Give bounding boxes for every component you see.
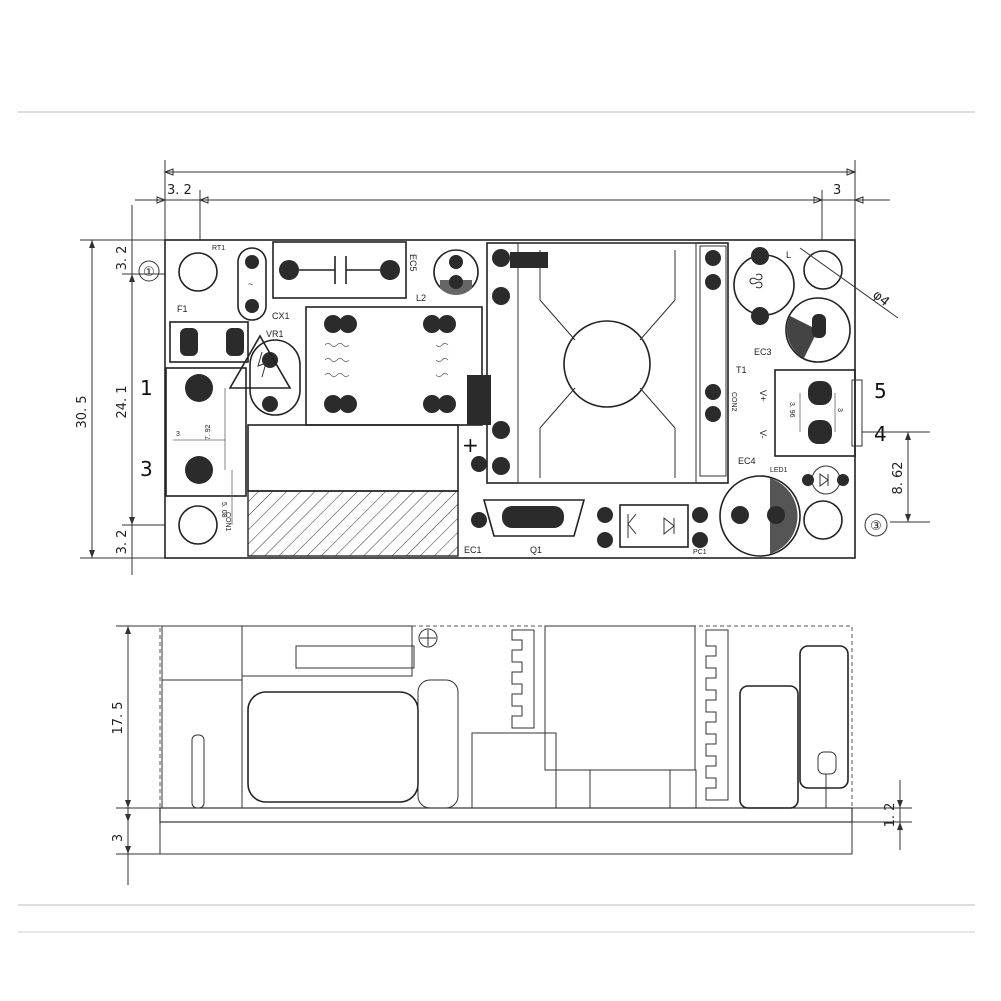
- q1-transistor: Q1: [482, 499, 613, 555]
- side-view-board: [159, 807, 853, 823]
- svg-text:V+: V+: [758, 390, 768, 401]
- cx1-capacitor: CX1 VR1: [266, 241, 407, 339]
- vr1-varistor: [228, 334, 301, 416]
- svg-text:①: ①: [143, 265, 155, 280]
- ec4-capacitor: EC4: [719, 456, 801, 557]
- t1-transformer: T1: [467, 242, 747, 484]
- pin-1-label: 1: [140, 376, 153, 400]
- svg-text:8. 62: 8. 62: [891, 461, 906, 494]
- mount-hole-bottom-left: [178, 505, 218, 545]
- dim-top-right-offset: 3: [833, 183, 841, 198]
- svg-text:VR1: VR1: [266, 329, 284, 339]
- side-view: [159, 625, 853, 855]
- svg-text:L: L: [786, 250, 791, 260]
- mount-hole-top-left: [178, 252, 218, 292]
- callout-circle-3: ③: [864, 513, 888, 537]
- svg-text:F1: F1: [177, 304, 188, 314]
- svg-text:EC1: EC1: [464, 545, 482, 555]
- svg-text:RT1: RT1: [212, 245, 225, 252]
- ec3-capacitor: EC3: [754, 297, 851, 363]
- svg-text:3. 96: 3. 96: [788, 402, 795, 418]
- svg-text:7. 92: 7. 92: [205, 424, 212, 440]
- svg-text:CON2: CON2: [730, 392, 737, 412]
- svg-text:EC4: EC4: [738, 456, 756, 466]
- pin-4-label: 4: [874, 422, 887, 446]
- dim-left-top-margin: 3. 2: [115, 246, 130, 271]
- dim-top-left-offset: 3. 2: [167, 183, 192, 198]
- mount-hole-top-right: [803, 250, 843, 290]
- side-view-dimensions: 17. 5 3 1. 2: [111, 625, 912, 885]
- led1: LED1: [770, 465, 849, 495]
- pin-3-label: 3: [140, 457, 153, 481]
- svg-text:3: 3: [836, 408, 843, 412]
- svg-text:PC1: PC1: [693, 549, 707, 556]
- ec1-polarity: + EC1: [462, 433, 487, 555]
- svg-text:CX1: CX1: [272, 311, 290, 321]
- svg-text:3: 3: [111, 834, 126, 842]
- svg-text:LED1: LED1: [770, 467, 788, 474]
- svg-text:T1: T1: [736, 365, 747, 375]
- svg-text:CON1: CON1: [224, 512, 231, 532]
- svg-text:③: ③: [870, 519, 882, 534]
- svg-text:+: +: [462, 433, 479, 457]
- con1-input-connector: 3 7. 92 5. 08 CON1 1 3: [140, 367, 247, 532]
- callout-circle-1: ①: [138, 260, 160, 282]
- svg-text:V-: V-: [758, 430, 768, 439]
- mount-hole-bottom-right: [803, 500, 843, 540]
- right-dimension: 8. 62: [890, 432, 930, 523]
- svg-text:1. 2: 1. 2: [883, 803, 898, 828]
- hatched-keepout-area: [247, 490, 459, 557]
- ec5-capacitor: EC5 L2: [408, 249, 479, 303]
- svg-text:5. 08: 5. 08: [220, 502, 227, 518]
- rt1-thermistor: RT1 ~: [212, 245, 267, 321]
- svg-text:Q1: Q1: [530, 545, 542, 555]
- dim-left-bottom-margin: 3. 2: [115, 530, 130, 555]
- svg-text:φ4: φ4: [869, 288, 892, 310]
- svg-text:3: 3: [176, 431, 180, 438]
- pin-5-label: 5: [874, 379, 887, 403]
- svg-text:L2: L2: [416, 293, 426, 303]
- con2-output-connector: 3. 96 3 V+ V- CON2 5 4: [730, 369, 930, 457]
- dim-height-total: 30. 5: [75, 395, 90, 428]
- pc1-optocoupler: PC1: [619, 504, 708, 556]
- offset-dimension-row: 3. 2 3: [135, 183, 890, 240]
- left-height-dimensions: 30. 5 24. 1 3. 2 3. 2: [75, 205, 165, 575]
- l1-inductor: L: [733, 247, 795, 325]
- svg-text:~: ~: [248, 279, 253, 289]
- f1-fuse: F1: [169, 304, 249, 363]
- dim-height-inner: 24. 1: [115, 385, 130, 418]
- l2-choke: [305, 306, 483, 426]
- svg-text:17. 5: 17. 5: [111, 701, 126, 734]
- svg-text:EC5: EC5: [408, 254, 418, 272]
- svg-text:EC3: EC3: [754, 347, 772, 357]
